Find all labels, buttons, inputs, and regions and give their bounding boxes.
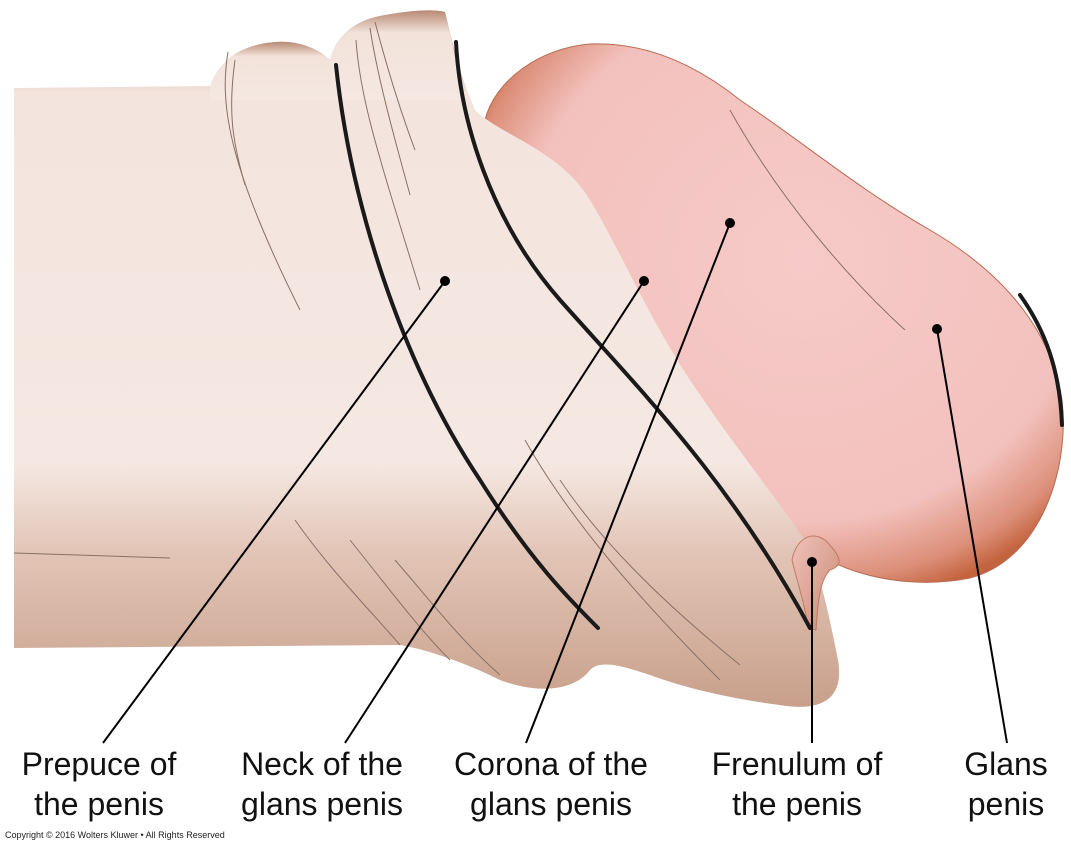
dot-corona	[725, 218, 735, 228]
copyright-notice: Copyright © 2016 Wolters Kluwer • All Ri…	[5, 830, 225, 840]
leader-lines	[102, 222, 1008, 744]
leader-corona	[525, 222, 731, 744]
label-frenulum-line1: Frenulum of	[711, 746, 883, 782]
leader-glans	[936, 328, 1008, 744]
label-glans-line1: Glans	[964, 746, 1048, 782]
label-glans-line2: penis	[967, 786, 1045, 822]
label-neck-line1: Neck of the	[241, 746, 403, 782]
leader-prepuce	[102, 280, 446, 744]
dot-frenulum	[807, 557, 817, 567]
label-corona: Corona of the glans penis	[436, 744, 666, 824]
dot-glans	[932, 324, 942, 334]
frenulum-shape	[791, 535, 840, 631]
leader-dots	[440, 218, 942, 567]
label-glans: Glans penis	[950, 744, 1062, 824]
skin-creases	[13, 21, 906, 681]
label-frenulum: Frenulum of the penis	[692, 744, 902, 824]
label-prepuce-line2: the penis	[34, 786, 164, 822]
label-frenulum-line2: the penis	[732, 786, 862, 822]
label-prepuce-line1: Prepuce of	[21, 746, 177, 782]
dot-prepuce	[440, 276, 450, 286]
leader-neck	[344, 280, 645, 744]
dot-neck	[639, 276, 649, 286]
label-corona-line1: Corona of the	[454, 746, 648, 782]
label-neck: Neck of the glans penis	[224, 744, 420, 824]
label-neck-line2: glans penis	[241, 786, 403, 822]
prepuce-shape	[14, 10, 840, 707]
bold-contours	[334, 40, 1064, 630]
prepuce-fold-1	[210, 41, 341, 100]
prepuce-fold-2	[330, 10, 462, 100]
label-corona-line2: glans penis	[470, 786, 632, 822]
label-prepuce: Prepuce of the penis	[8, 744, 190, 824]
